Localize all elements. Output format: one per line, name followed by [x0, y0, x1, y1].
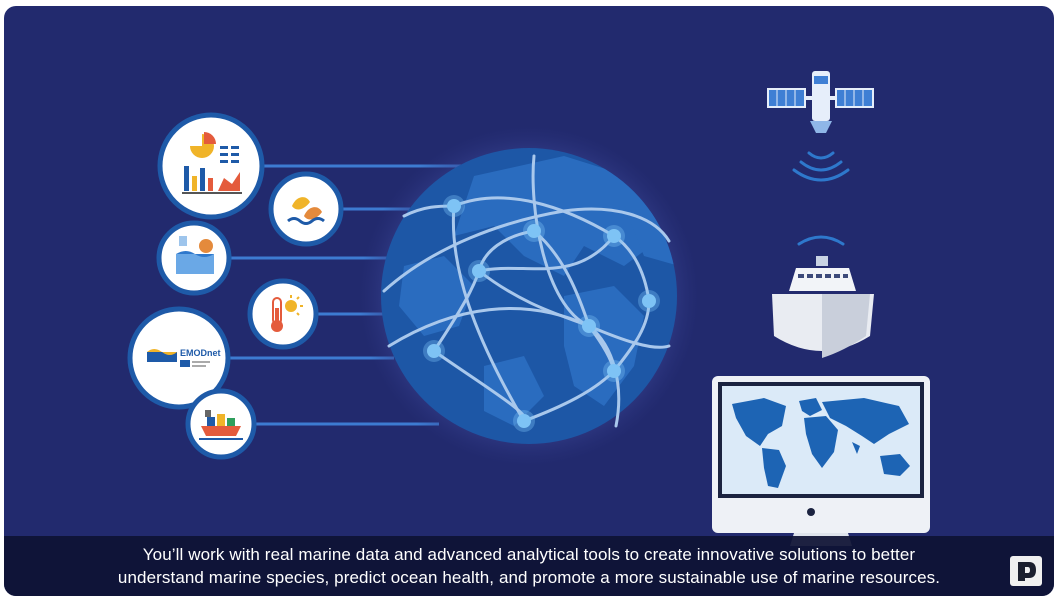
channel-logo-icon	[1018, 562, 1036, 581]
emodnet-label: EMODnet	[180, 348, 221, 358]
video-frame[interactable]: EMODnet	[4, 6, 1054, 596]
satellite-icon	[767, 71, 874, 246]
video-scene: EMODnet	[127, 71, 930, 546]
monitor-icon	[712, 376, 930, 546]
temperature-icon	[247, 278, 319, 350]
caption-bar: You’ll work with real marine data and ad…	[4, 536, 1054, 596]
charts-data-icon	[157, 112, 265, 220]
channel-logo-button[interactable]	[1010, 556, 1042, 586]
globe-network-icon	[359, 126, 699, 466]
caption-line-2: understand marine species, predict ocean…	[117, 568, 941, 587]
emodnet-logo: EMODnet	[127, 306, 231, 410]
cargo-ship-icon	[185, 388, 257, 460]
caption-line-1: You’ll work with real marine data and ad…	[142, 545, 916, 564]
ocean-sample-icon	[156, 220, 232, 296]
fish-icon	[268, 171, 344, 247]
ship-icon	[772, 256, 874, 358]
